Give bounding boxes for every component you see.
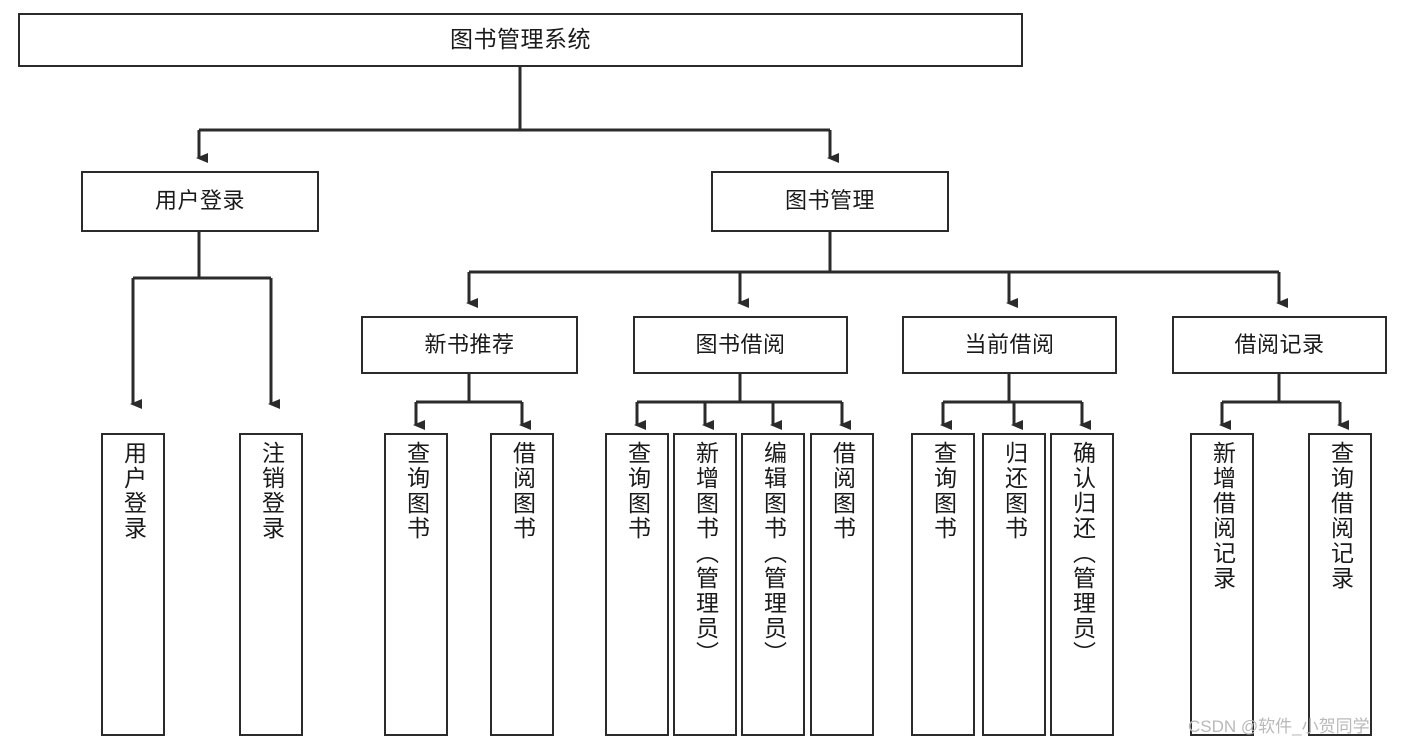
node-new-book-recommend[interactable]: 新书推荐: [361, 316, 578, 374]
node-leaf-return-book-label: 归还图书: [1001, 441, 1028, 541]
node-leaf-query-book-1-label: 查询图书: [403, 441, 430, 541]
node-book-borrow-label: 图书借阅: [695, 331, 786, 357]
node-current-borrow-label: 当前借阅: [964, 331, 1055, 357]
node-leaf-query-book-2[interactable]: 查询图书: [605, 433, 669, 736]
node-leaf-borrow-book-1[interactable]: 借阅图书: [490, 433, 554, 736]
node-leaf-confirm-return-admin-label: 确认归还（管理员）: [1069, 441, 1096, 666]
node-leaf-add-borrow-record-label: 新增借阅记录: [1209, 441, 1236, 591]
node-leaf-user-login-label: 用户登录: [120, 441, 147, 541]
node-leaf-query-borrow-record-label: 查询借阅记录: [1327, 441, 1354, 591]
node-leaf-user-logout[interactable]: 注销登录: [239, 433, 303, 736]
node-user-login-label: 用户登录: [154, 188, 245, 214]
node-borrow-record[interactable]: 借阅记录: [1172, 316, 1387, 374]
node-leaf-edit-book-admin-label: 编辑图书（管理员）: [760, 441, 787, 666]
node-leaf-query-book-2-label: 查询图书: [624, 441, 651, 541]
node-leaf-confirm-return-admin[interactable]: 确认归还（管理员）: [1050, 433, 1114, 736]
node-leaf-query-book-1[interactable]: 查询图书: [384, 433, 448, 736]
node-new-book-recommend-label: 新书推荐: [424, 331, 515, 357]
node-leaf-user-login[interactable]: 用户登录: [101, 433, 165, 736]
node-leaf-query-book-3[interactable]: 查询图书: [911, 433, 975, 736]
node-leaf-borrow-book-2-label: 借阅图书: [829, 441, 856, 541]
node-leaf-user-logout-label: 注销登录: [258, 441, 285, 541]
node-root-system[interactable]: 图书管理系统: [18, 13, 1023, 67]
node-leaf-add-book-admin[interactable]: 新增图书（管理员）: [673, 433, 737, 736]
node-book-management-label: 图书管理: [784, 188, 875, 214]
watermark-text: CSDN @软件_小贺同学: [1188, 717, 1370, 736]
node-book-borrow[interactable]: 图书借阅: [633, 316, 848, 374]
node-book-management[interactable]: 图书管理: [711, 171, 949, 232]
node-leaf-query-borrow-record[interactable]: 查询借阅记录: [1308, 433, 1372, 736]
node-leaf-query-book-3-label: 查询图书: [930, 441, 957, 541]
node-leaf-borrow-book-1-label: 借阅图书: [509, 441, 536, 541]
node-borrow-record-label: 借阅记录: [1234, 331, 1325, 357]
node-leaf-add-borrow-record[interactable]: 新增借阅记录: [1190, 433, 1254, 736]
node-leaf-add-book-admin-label: 新增图书（管理员）: [692, 441, 719, 666]
node-root-system-label: 图书管理系统: [450, 26, 591, 53]
node-current-borrow[interactable]: 当前借阅: [902, 316, 1117, 374]
node-leaf-borrow-book-2[interactable]: 借阅图书: [810, 433, 874, 736]
node-user-login[interactable]: 用户登录: [81, 171, 319, 232]
node-leaf-edit-book-admin[interactable]: 编辑图书（管理员）: [741, 433, 805, 736]
node-leaf-return-book[interactable]: 归还图书: [982, 433, 1046, 736]
